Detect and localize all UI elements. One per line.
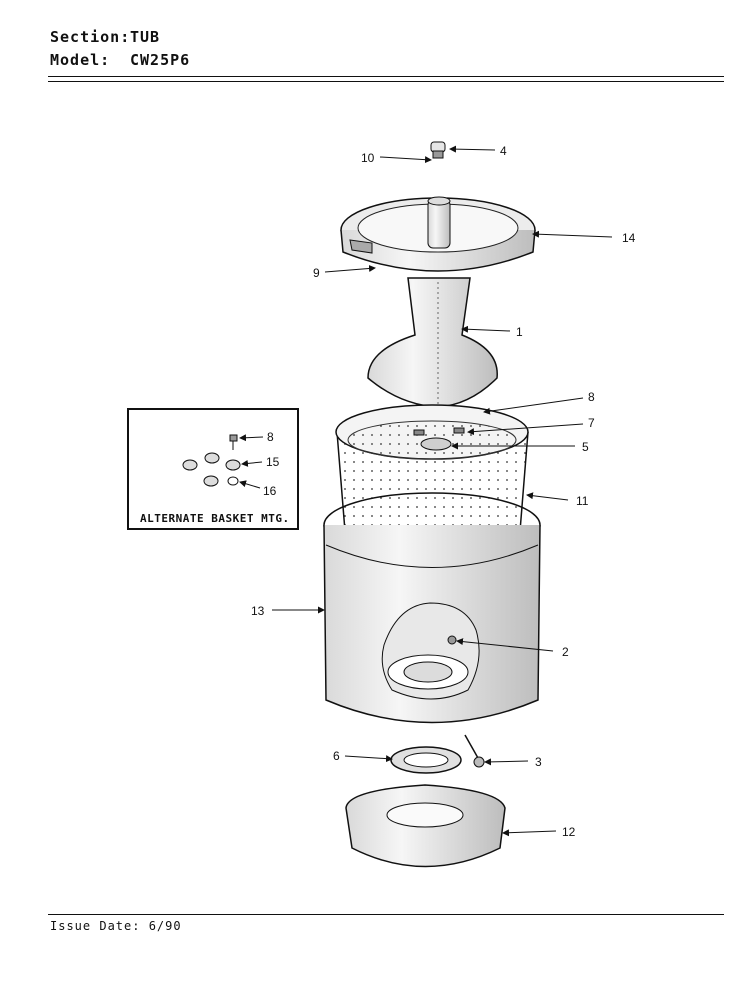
callout-11: 11: [576, 494, 589, 508]
callout-10: 10: [361, 151, 375, 165]
callout-2: 2: [562, 645, 569, 659]
callout-4: 4: [500, 144, 507, 158]
part-13-outer-tub: [323, 492, 541, 724]
part-4-cap: [430, 141, 446, 159]
callout-3: 3: [535, 755, 542, 769]
header-rule-top: [48, 76, 724, 77]
callout-12: 12: [562, 825, 576, 839]
callout-7: 7: [588, 416, 595, 430]
part-6-seal-ring: [390, 746, 462, 774]
inset-callout-8: 8: [267, 430, 274, 444]
part-3-screw: [464, 734, 485, 768]
leader-lines: [272, 145, 613, 837]
section-value: TUB: [130, 28, 161, 46]
section-line: Section:TUB: [50, 28, 160, 46]
footer-rule: [48, 914, 724, 915]
section-label: Section:: [50, 28, 131, 46]
issue-date: Issue Date: 6/90: [50, 919, 182, 933]
callout-8: 8: [588, 390, 595, 404]
callout-6: 6: [333, 749, 340, 763]
callout-1: 1: [516, 325, 523, 339]
inset-alternate-basket-mtg: 8 15 16 ALTERNATE BASKET MTG.: [127, 408, 299, 530]
inset-bolt: [229, 434, 238, 450]
callout-14: 14: [622, 231, 636, 245]
callout-5: 5: [582, 440, 589, 454]
inset-callout-15: 15: [266, 455, 280, 469]
model-label: Model:: [50, 51, 111, 69]
part-12-mounting-plate: [345, 784, 506, 868]
callout-9: 9: [313, 266, 320, 280]
agitator-spindle: [427, 196, 451, 249]
model-line: Model: CW25P6: [50, 51, 190, 69]
part-1-agitator: [367, 277, 498, 408]
inset-caption: ALTERNATE BASKET MTG.: [140, 512, 290, 525]
inset-grommets: [182, 452, 241, 487]
inset-callout-16: 16: [263, 484, 277, 498]
callout-13: 13: [251, 604, 265, 618]
header-rule-bottom: [48, 81, 724, 82]
callout-labels: 4 10 14 9 1 8 7 5 11 13 2 3 6 12: [251, 144, 636, 839]
model-value: CW25P6: [130, 51, 191, 69]
